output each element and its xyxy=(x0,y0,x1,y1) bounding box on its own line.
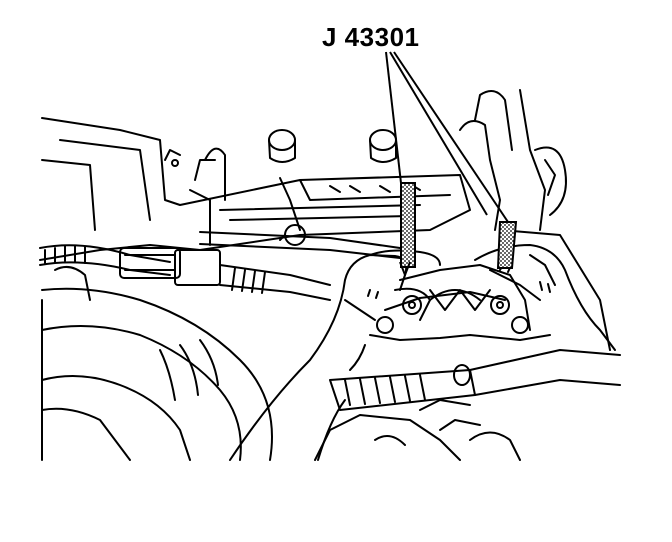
tool-j43301-left xyxy=(399,182,416,278)
engine-bracket xyxy=(164,147,226,201)
fuel-connector xyxy=(119,247,331,301)
coolant-hoses xyxy=(41,265,273,461)
tool-j43301-right xyxy=(496,221,518,269)
engine-right-detail xyxy=(459,89,611,351)
steering-rack xyxy=(314,349,621,461)
engine-studs xyxy=(268,129,397,163)
engine-block xyxy=(39,117,471,261)
callout-leader-lines xyxy=(385,51,509,223)
clamp-assembly xyxy=(349,264,551,371)
callout-label-tool-number: J 43301 xyxy=(322,22,420,52)
